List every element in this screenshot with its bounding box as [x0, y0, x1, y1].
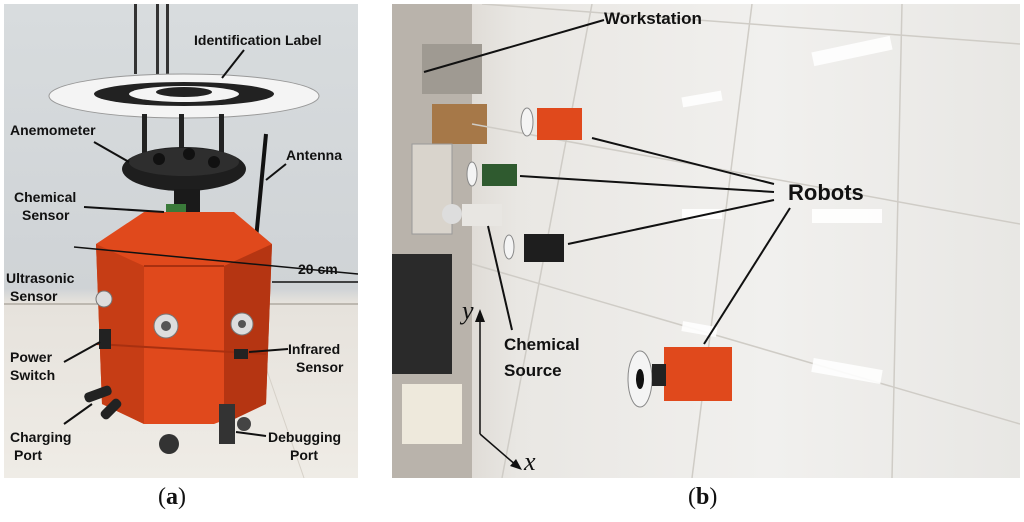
label-chemical-sensor-2: Sensor [22, 207, 70, 223]
caption-b: (b) [688, 484, 718, 510]
label-workstation: Workstation [604, 9, 702, 28]
label-power-2: Switch [10, 367, 55, 383]
label-infrared-2: Sensor [296, 359, 344, 375]
identification-label-disc [48, 73, 320, 119]
caption-a: (a) [158, 484, 186, 510]
label-debugging-1: Debugging [268, 429, 341, 445]
robot-3 [503, 234, 564, 262]
robot-illustration: Identification Label Anemometer Antenna … [4, 4, 358, 478]
label-chemical-source-1: Chemical [504, 335, 580, 354]
anemometer [122, 114, 246, 239]
lab-scene: y x Workstation Robots Chemical Source [392, 4, 1020, 478]
chemical-source [442, 204, 502, 226]
robot-1 [520, 107, 582, 140]
label-identification: Identification Label [194, 32, 322, 48]
label-antenna: Antenna [286, 147, 342, 163]
label-power-1: Power [10, 349, 53, 365]
coordinate-axes [475, 309, 522, 470]
label-charging-2: Port [14, 447, 42, 463]
axis-y-label: y [459, 296, 474, 325]
panel-a-robot-photo: Identification Label Anemometer Antenna … [4, 4, 358, 478]
label-chemical-source-2: Source [504, 361, 562, 380]
label-ultrasonic-1: Ultrasonic [6, 270, 75, 286]
label-anemometer: Anemometer [10, 122, 96, 138]
robot-2 [466, 161, 517, 187]
label-charging-1: Charging [10, 429, 71, 445]
robot-4 [627, 347, 732, 408]
axis-x-label: x [523, 447, 536, 476]
label-scale: 20 cm [298, 261, 338, 277]
label-chemical-sensor-1: Chemical [14, 189, 76, 205]
panel-b-lab-photo: y x Workstation Robots Chemical Source [392, 4, 1020, 478]
label-ultrasonic-2: Sensor [10, 288, 58, 304]
label-robots: Robots [788, 180, 864, 205]
label-debugging-2: Port [290, 447, 318, 463]
robot-body [84, 212, 272, 454]
label-infrared-1: Infrared [288, 341, 340, 357]
